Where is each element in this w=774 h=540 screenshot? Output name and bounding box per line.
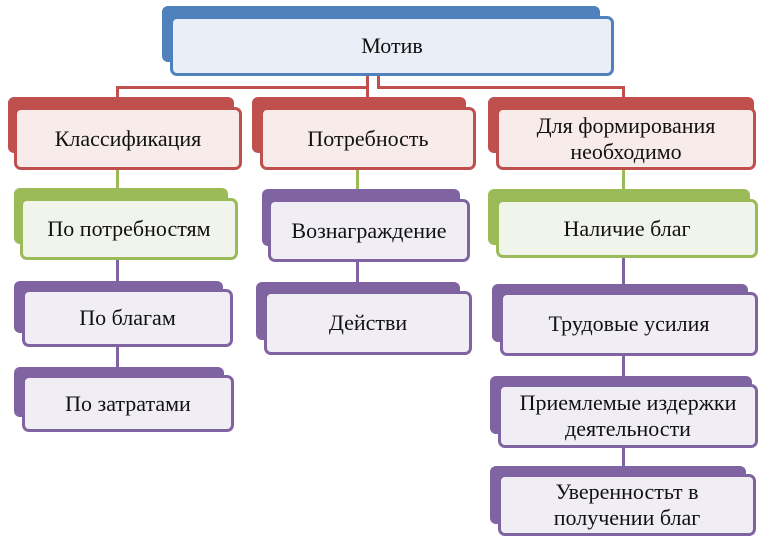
col1-item2-label: По благам (79, 305, 176, 330)
connector-col2-header-item1 (356, 168, 359, 190)
col1-item3-label: По затратами (65, 390, 191, 416)
connector-col3-item3-item4 (622, 446, 625, 468)
connector-col1-item2-item3 (116, 340, 119, 370)
col3-item1-box: Наличие благ (496, 199, 758, 258)
connector-col3-item1-item2 (622, 256, 625, 286)
col2-item1-node: Вознаграждение (262, 189, 470, 262)
connector-col1-item1-item2 (116, 258, 119, 284)
col3-header-label: Для формирования необходимо (536, 112, 716, 164)
col3-item3-node: Приемлемые издержки деятельности (490, 376, 758, 448)
col2-header-label: Потребность (307, 125, 429, 151)
col1-header-node: Классификация (8, 97, 242, 170)
col2-item2-label: Действи (328, 310, 408, 335)
col2-item1-box: Вознаграждение (268, 199, 470, 262)
col1-item2-box: По благам (22, 289, 233, 347)
col1-item1-label: По потребностям (47, 216, 211, 241)
col1-item1-node: По потребностям (14, 188, 238, 260)
col3-item3-label: Приемлемые издержки деятельности (519, 390, 737, 441)
col3-item2-node: Трудовые усилия (492, 284, 758, 356)
connector-bus-left (118, 86, 369, 89)
connector-col3-item2-item3 (622, 354, 625, 378)
col3-header-box: Для формирования необходимо (496, 107, 756, 170)
connector-bus-right (377, 86, 624, 89)
col3-item1-label: Наличие благ (563, 215, 691, 241)
col2-item2-box: Действи (264, 291, 472, 355)
col3-item2-label: Трудовые усилия (548, 311, 710, 336)
connector-col2-item1-item2 (356, 260, 359, 286)
col3-item2-box: Трудовые усилия (500, 292, 758, 356)
col3-item1-node: Наличие благ (488, 189, 758, 258)
col3-item4-node: Уверенностьт в получении благ (490, 466, 756, 536)
connector-bus-drop-col1 (116, 86, 119, 102)
col1-header-box: Классификация (14, 107, 242, 170)
root-node-label: Мотив (361, 33, 423, 58)
col2-item2-node: Действи (256, 282, 472, 355)
col1-item3-box: По затратами (22, 375, 234, 432)
col1-item1-box: По потребностям (20, 198, 238, 260)
root-node-box: Мотив (170, 16, 614, 76)
col3-header-node: Для формирования необходимо (488, 97, 756, 170)
connector-bus-drop-col2 (366, 86, 369, 102)
connector-col1-header-item1 (116, 168, 119, 190)
col3-item4-label: Уверенностьт в получении благ (553, 479, 701, 530)
col1-item2-node: По благам (14, 281, 233, 347)
col3-item3-box: Приемлемые издержки деятельности (498, 384, 758, 448)
connector-col3-header-item1 (622, 168, 625, 190)
col3-item4-box: Уверенностьт в получении благ (498, 474, 756, 536)
col2-header-box: Потребность (260, 107, 476, 170)
col2-item1-label: Вознаграждение (291, 217, 447, 243)
col1-header-label: Классификация (54, 125, 202, 151)
root-node-motive: Мотив (162, 6, 614, 76)
col1-item3-node: По затратами (14, 367, 234, 432)
col2-header-node: Потребность (252, 97, 476, 170)
connector-bus-drop-col3 (622, 86, 625, 102)
